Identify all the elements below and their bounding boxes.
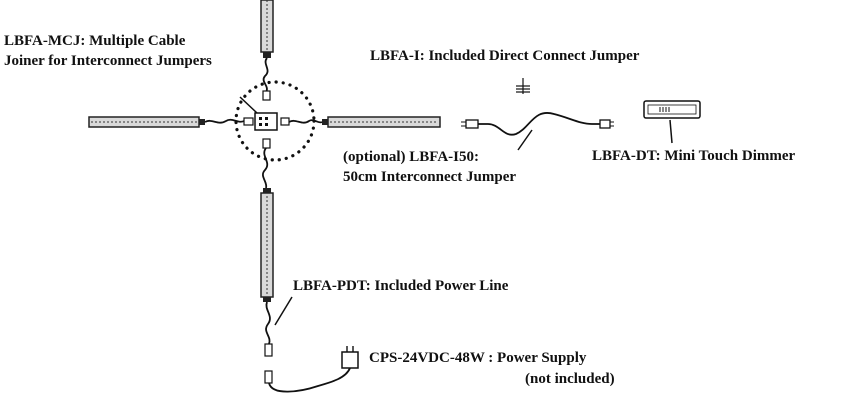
supply-cable	[268, 367, 351, 393]
connector-bottom	[262, 138, 271, 149]
power-line-label: LBFA-PDT: Included Power Line	[293, 278, 509, 294]
i50-label-line2: 50cm Interconnect Jumper	[343, 169, 517, 185]
mcj-label-line1: LBFA-MCJ: Multiple Cable	[4, 33, 186, 49]
power-line-leader	[274, 296, 293, 326]
power-line-cable	[265, 301, 271, 345]
mini-touch-dimmer	[643, 100, 701, 119]
led-bar-top	[260, 0, 274, 58]
power-supply-adapter	[341, 346, 359, 369]
led-bar-left	[88, 116, 205, 128]
power-supply-label-line1: CPS-24VDC-48W : Power Supply	[369, 350, 587, 366]
mcj-leader	[239, 96, 258, 114]
dimmer-leader	[669, 119, 673, 144]
mcj-label-line2: Joiner for Interconnect Jumpers	[4, 53, 212, 69]
dimmer-label: LBFA-DT: Mini Touch Dimmer	[592, 148, 796, 164]
cable-bottom	[262, 147, 269, 189]
led-bar-bottom	[260, 188, 274, 302]
cable-joiner-box	[254, 112, 278, 131]
direct-connect-jumper	[516, 78, 530, 94]
connector-left	[243, 117, 254, 126]
cable-left	[204, 118, 245, 124]
i50-label-line1: (optional) LBFA-I50:	[343, 149, 479, 165]
supply-plug	[264, 370, 273, 384]
power-supply-label-line2: (not included)	[525, 371, 615, 387]
joiner-highlight-circle	[234, 80, 316, 162]
i50-leader	[517, 129, 533, 151]
cable-top	[262, 57, 269, 93]
interconnect-jumper-50cm	[461, 112, 614, 136]
connector-right	[280, 117, 290, 126]
direct-jumper-label: LBFA-I: Included Direct Connect Jumper	[370, 48, 640, 64]
connector-top	[262, 90, 271, 101]
cable-right	[288, 119, 323, 124]
led-bar-right	[322, 116, 441, 128]
power-line-connector	[264, 343, 273, 357]
